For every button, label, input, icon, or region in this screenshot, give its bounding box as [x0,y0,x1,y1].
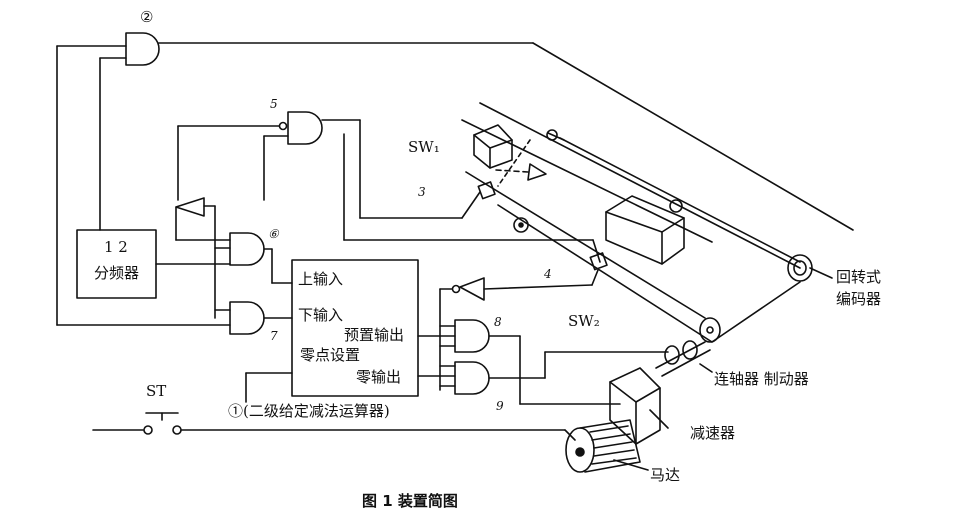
roller-left [513,217,529,233]
figure-caption: 图 1 装置简图 [362,492,458,510]
line-4-label: 4 [544,267,552,281]
sw2-label: SW₂ [568,312,600,330]
gate-6-label: ⑥ [268,227,279,241]
reducer-label: 减速器 [690,424,736,442]
gate-8-label: 8 [494,315,502,329]
and-gate-5 [287,111,323,145]
gate-9-label: 9 [496,399,504,413]
zero-set-label: 零点设置 [300,346,361,364]
gate-5-label: 5 [270,97,278,111]
sw1-sensor [477,181,496,200]
and-gate-7 [229,301,265,335]
st-label: ST [146,382,167,400]
divider-ratio: 1 2 [104,238,128,256]
inverter-triangle [459,277,485,301]
encoder-wheel [787,254,813,282]
line-3-label: 3 [418,185,426,199]
motor-label: 马达 [650,466,681,484]
and-gate-9 [454,361,490,395]
workpiece-large [605,195,685,265]
gate-2-label: ② [140,8,154,26]
gate-7-label: 7 [270,329,278,343]
counter-name-label: ①(二级给定减法运算器) [228,402,390,420]
zero-output-label: 零输出 [356,368,402,386]
and-gate-6 [229,232,265,266]
counter-box [291,259,419,397]
sw1-label: SW₁ [408,138,440,156]
buffer-triangle [175,197,205,217]
up-input-label: 上输入 [298,270,344,288]
divider-label: 分频器 [94,264,140,282]
encoder-label-line2: 编码器 [836,290,882,308]
preset-output-label: 预置输出 [344,326,405,344]
roller-right [699,317,721,343]
reducer-box [609,367,661,445]
down-input-label: 下输入 [298,306,344,324]
and-gate-2 [125,32,160,66]
coupling-brake-label: 连轴器 制动器 [714,370,809,388]
encoder-label-line1: 回转式 [836,268,882,286]
and-gate-8 [454,319,490,353]
workpiece-small [473,124,513,169]
sw2-sensor [589,252,608,271]
brake [682,340,698,360]
